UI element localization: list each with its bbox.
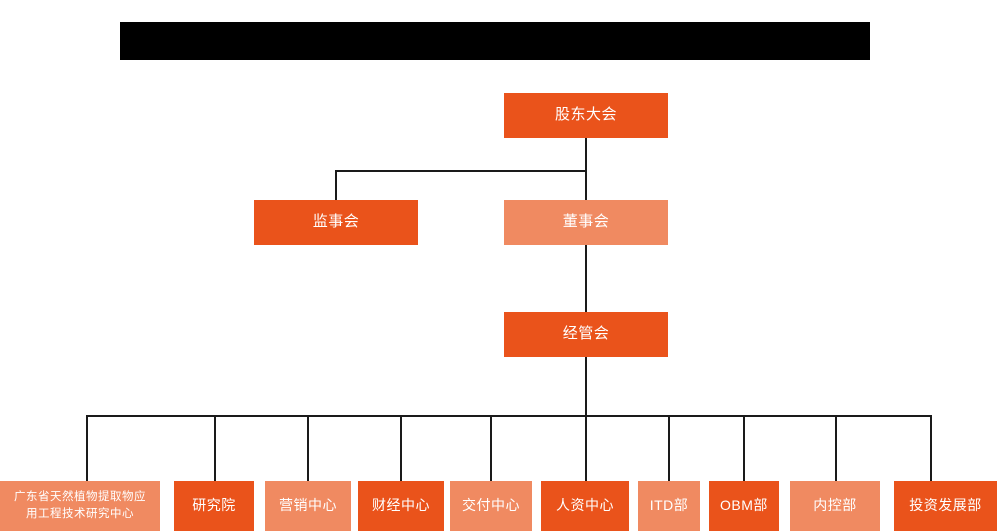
connector-drop-supervisors <box>335 170 337 201</box>
node-hr-center[interactable]: 人资中心 <box>541 481 629 531</box>
connector-drop-investment-development-dept <box>930 415 932 481</box>
node-label: 投资发展部 <box>909 497 982 514</box>
node-itd-dept[interactable]: ITD部 <box>638 481 700 531</box>
node-obm-dept[interactable]: OBM部 <box>709 481 779 531</box>
connector-drop-guangdong-center <box>86 415 88 481</box>
connector-shareholders-down <box>585 138 587 171</box>
node-finance-center[interactable]: 财经中心 <box>358 481 444 531</box>
connector-drop-marketing-center <box>307 415 309 481</box>
connector-drop-internal-control-dept <box>835 415 837 481</box>
node-internal-control-dept[interactable]: 内控部 <box>790 481 880 531</box>
redacted-title-banner <box>120 22 870 60</box>
connector-directors-to-management <box>585 245 587 313</box>
node-label: ITD部 <box>649 497 689 514</box>
connector-drop-research-institute <box>214 415 216 481</box>
connector-level4-bus <box>86 415 931 417</box>
node-label: 经管会 <box>562 325 610 343</box>
node-label: 股东大会 <box>554 106 617 124</box>
node-research-institute[interactable]: 研究院 <box>174 481 254 531</box>
node-label: 内控部 <box>813 497 857 514</box>
node-label: OBM部 <box>720 497 768 514</box>
node-label: 交付中心 <box>462 497 520 514</box>
node-investment-development-dept[interactable]: 投资发展部 <box>894 481 997 531</box>
node-shareholders-meeting[interactable]: 股东大会 <box>504 93 668 138</box>
connector-drop-directors <box>585 170 587 201</box>
node-board-of-directors[interactable]: 董事会 <box>504 200 668 245</box>
node-label: 人资中心 <box>556 497 614 514</box>
node-guangdong-natural-plant-extract-center[interactable]: 广东省天然植物提取物应 用工程技术研究中心 <box>0 481 160 531</box>
node-label: 研究院 <box>192 497 236 514</box>
node-label: 广东省天然植物提取物应 用工程技术研究中心 <box>14 491 146 520</box>
connector-drop-itd-dept <box>668 415 670 481</box>
node-marketing-center[interactable]: 营销中心 <box>265 481 351 531</box>
connector-drop-delivery-center <box>490 415 492 481</box>
connector-management-down <box>585 357 587 481</box>
connector-level2-bus <box>335 170 587 172</box>
connector-drop-finance-center <box>400 415 402 481</box>
node-label: 营销中心 <box>279 497 337 514</box>
node-management-committee[interactable]: 经管会 <box>504 312 668 357</box>
node-board-of-supervisors[interactable]: 监事会 <box>254 200 418 245</box>
node-label: 财经中心 <box>372 497 430 514</box>
node-label: 监事会 <box>312 213 360 231</box>
connector-drop-obm-dept <box>743 415 745 481</box>
node-delivery-center[interactable]: 交付中心 <box>450 481 532 531</box>
node-label: 董事会 <box>562 213 610 231</box>
